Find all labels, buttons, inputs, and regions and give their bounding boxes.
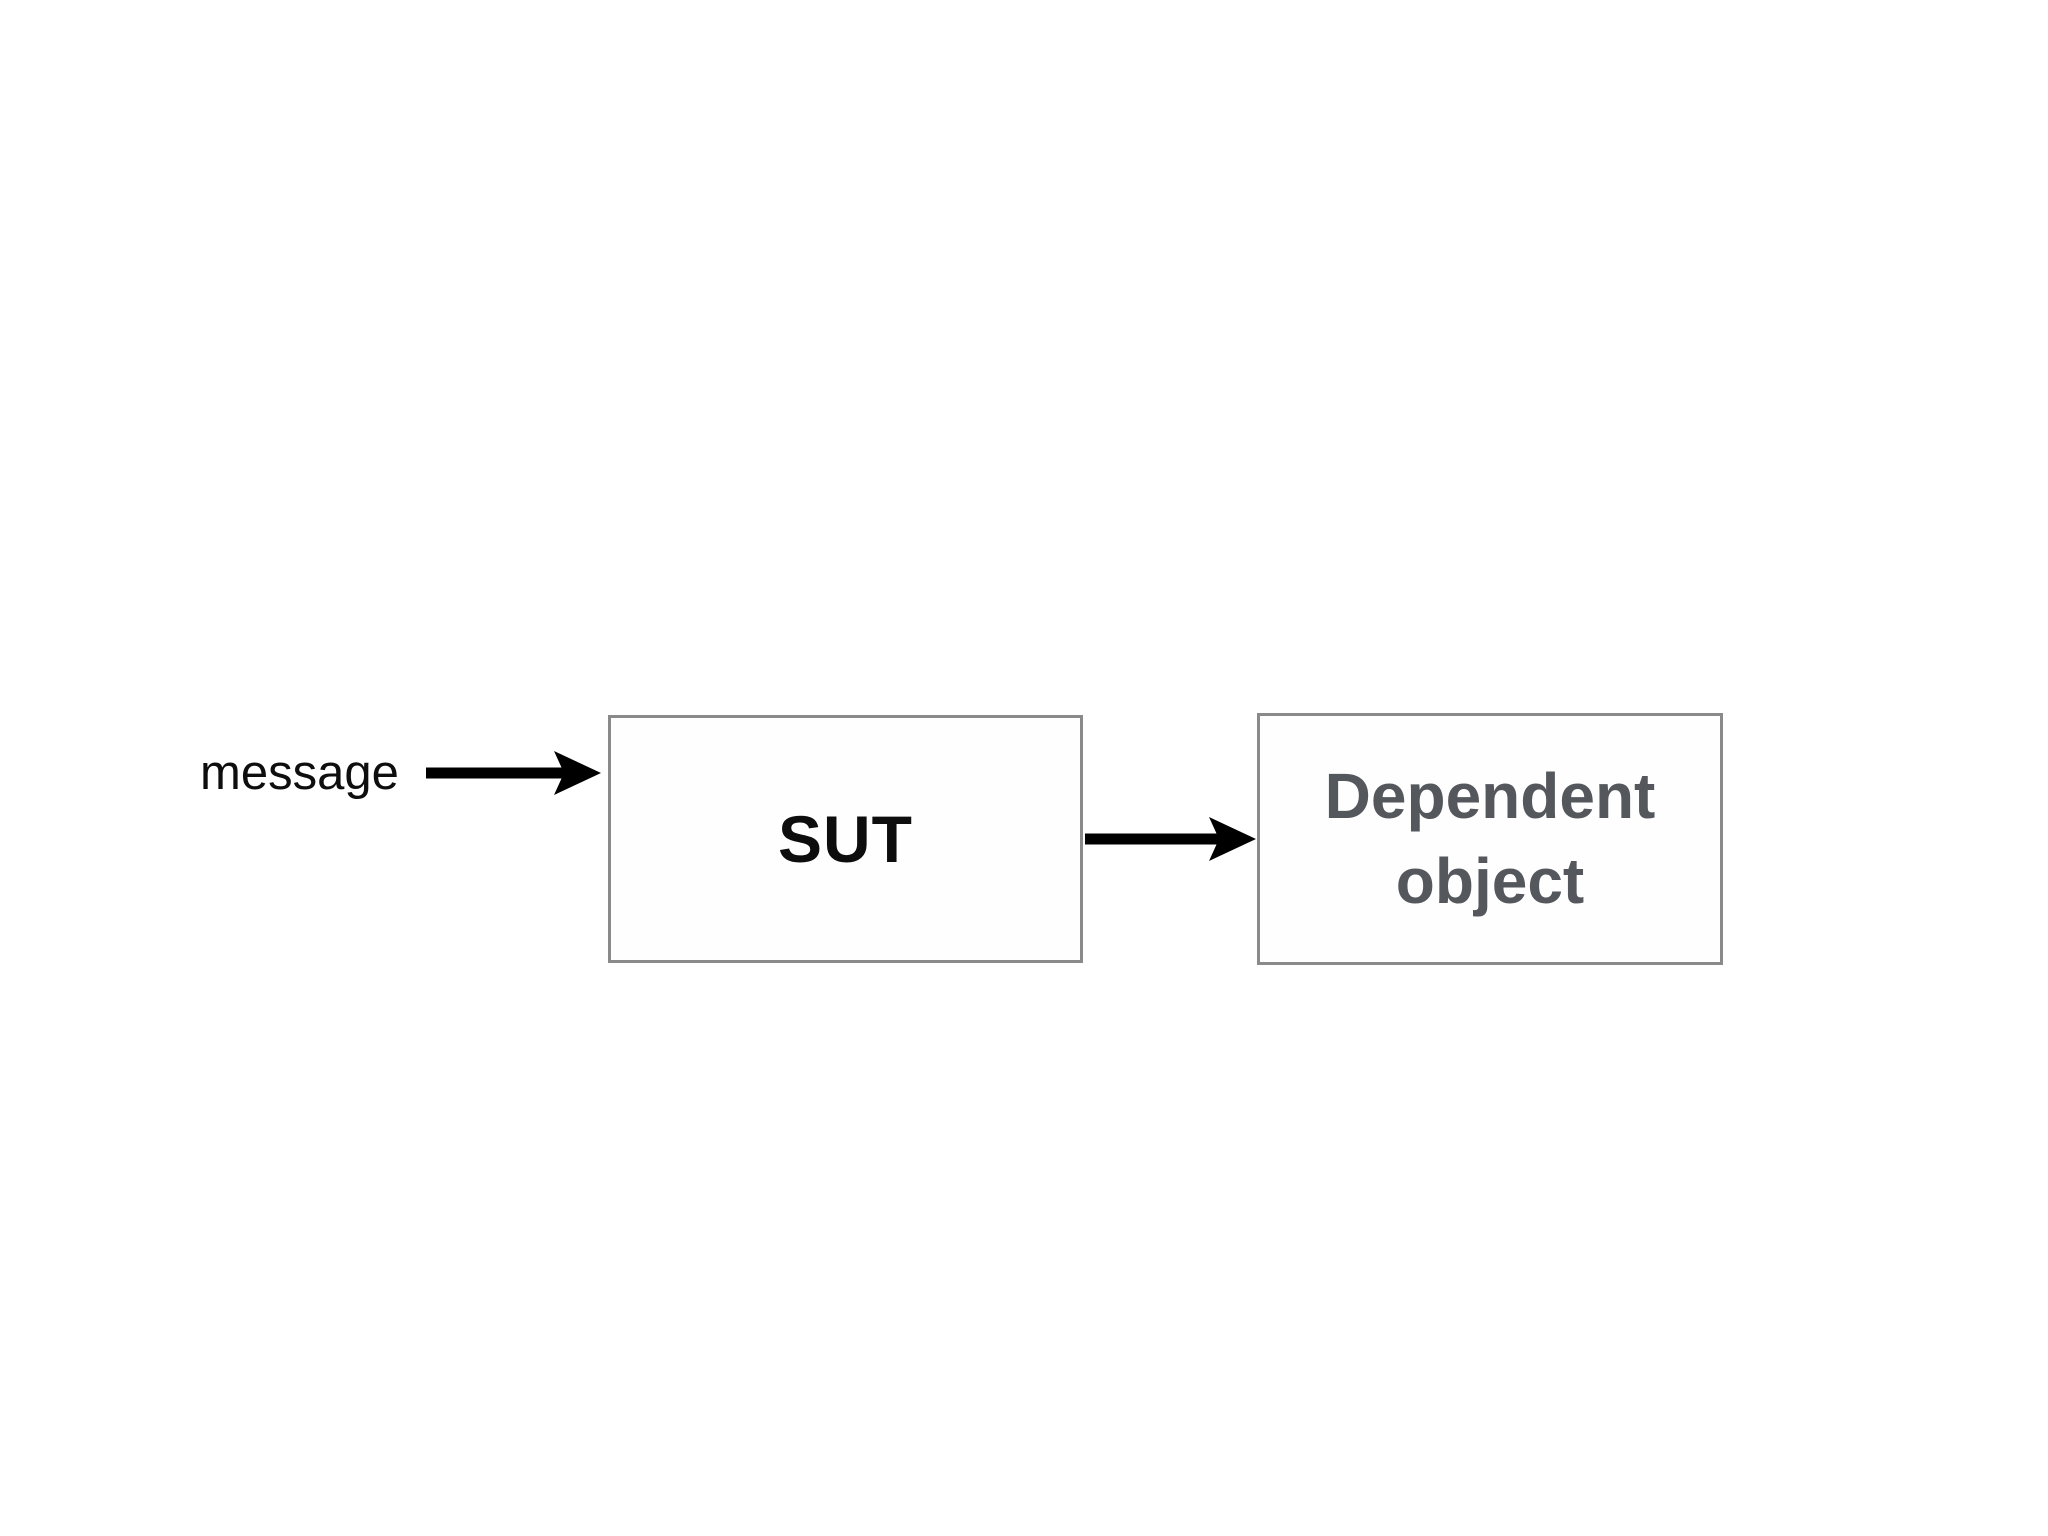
dependent-object-node-label: Dependent object [1324,759,1656,917]
message-arrow-icon [426,751,601,795]
message-label: message [200,746,399,800]
dependent-object-node: Dependent object [1257,713,1723,965]
sut-node: SUT [608,715,1083,963]
sut-to-dependent-arrow-icon [1085,817,1256,861]
sut-node-label: SUT [778,802,913,876]
